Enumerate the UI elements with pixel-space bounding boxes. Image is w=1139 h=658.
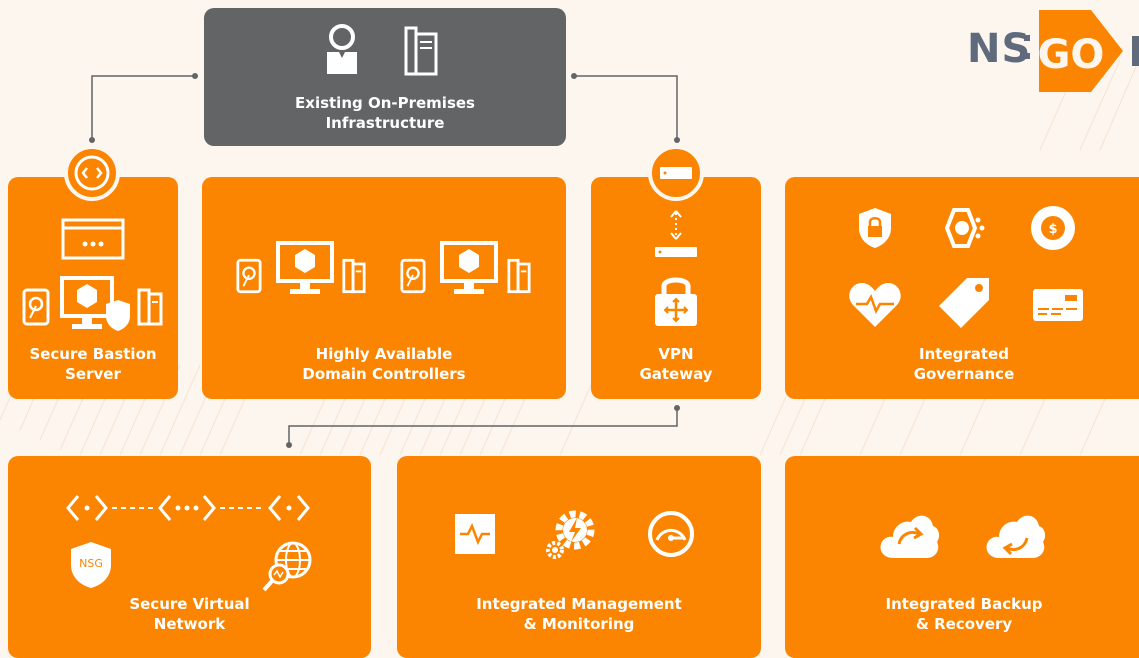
svg-text:$: $ <box>1048 222 1057 237</box>
tile-management-monitoring: Integrated Management & Monitoring <box>397 456 761 658</box>
hexagon-node-icon <box>944 208 985 248</box>
tile-backup-label: Integrated Backup & Recovery <box>783 594 1139 634</box>
gear-lightning-icon <box>546 510 595 559</box>
tile-vpn-line1: VPN <box>658 345 694 363</box>
monitor-cube-icon <box>440 241 498 294</box>
logo-bar <box>1132 36 1139 66</box>
credit-card-icon <box>1033 289 1083 321</box>
tile-governance-label: Integrated Governance <box>783 344 1139 384</box>
speedometer-icon <box>648 511 694 557</box>
dollar-coin-icon: $ <box>1031 206 1075 250</box>
monitor-cube-icon <box>276 241 334 294</box>
tile-network-line2: Network <box>153 615 226 633</box>
user-icon <box>327 24 357 74</box>
tile-bastion-label: Secure Bastion Server <box>8 344 178 384</box>
tile-bastion-server: Secure Bastion Server <box>8 145 178 399</box>
cloud-download-icon <box>986 515 1046 558</box>
infrastructure-box: Existing On-Premises Infrastructure <box>204 8 566 146</box>
tile-backup-line2: & Recovery <box>915 615 1013 633</box>
tile-domain-controllers: Highly Available Domain Controllers <box>202 177 566 399</box>
server-tower-icon <box>507 258 531 294</box>
hard-disk-icon <box>400 258 426 294</box>
tile-management-label: Integrated Management & Monitoring <box>397 594 761 634</box>
network-chain-icon <box>66 495 310 521</box>
tile-governance-line1: Integrated <box>919 345 1009 363</box>
infrastructure-label: Existing On-Premises Infrastructure <box>204 93 566 133</box>
logo-play-badge: GO <box>1038 10 1123 92</box>
tile-virtual-network: NSG Secure Virtual Network <box>8 456 371 658</box>
tile-vpn-line2: Gateway <box>639 365 713 383</box>
tile-management-line2: & Monitoring <box>523 615 635 633</box>
tile-governance-line2: Governance <box>913 365 1015 383</box>
infrastructure-line2: Infrastructure <box>325 114 445 132</box>
globe-search-icon <box>262 541 312 592</box>
gateway-device-small-icon <box>655 247 697 257</box>
logo-colon-dot <box>1024 35 1030 41</box>
remote-desktop-icon <box>64 145 120 201</box>
tile-management-line1: Integrated Management <box>476 595 682 613</box>
tile-backup-recovery: Integrated Backup & Recovery <box>785 456 1139 658</box>
infrastructure-line1: Existing On-Premises <box>295 94 475 112</box>
logo-brand: GO <box>1038 32 1105 78</box>
lock-arrows-icon <box>655 277 697 326</box>
monitor-cube-shield-icon <box>60 276 130 331</box>
nsg-shield-icon: NSG <box>69 540 113 590</box>
nsg-badge-text: NSG <box>79 557 103 570</box>
server-rack-icon <box>404 26 438 76</box>
hard-disk-icon <box>236 258 262 294</box>
server-tower-icon <box>342 258 366 294</box>
gateway-device-icon <box>648 145 704 201</box>
tile-domain-line1: Highly Available <box>315 345 453 363</box>
tag-icon <box>939 278 989 328</box>
logo-prefix: NS <box>967 26 1032 72</box>
server-tower-icon <box>137 288 163 326</box>
tile-network-label: Secure Virtual Network <box>8 594 371 634</box>
tile-domain-line2: Domain Controllers <box>302 365 466 383</box>
tile-vpn-label: VPN Gateway <box>591 344 761 384</box>
tile-domain-label: Highly Available Domain Controllers <box>202 344 566 384</box>
tile-governance: $ Integrated Governance <box>785 177 1139 399</box>
tile-bastion-line2: Server <box>65 365 121 383</box>
logo-colon-dot <box>1024 53 1030 59</box>
activity-icon <box>455 514 495 554</box>
shield-lock-icon <box>859 208 891 248</box>
heart-pulse-icon <box>849 283 901 327</box>
hard-disk-icon <box>22 288 50 326</box>
browser-window-icon <box>61 218 125 260</box>
tile-backup-line1: Integrated Backup <box>885 595 1043 613</box>
cloud-upload-icon <box>880 515 940 558</box>
arrows-icon <box>670 210 682 240</box>
tile-vpn-gateway: VPN Gateway <box>591 145 761 399</box>
tile-bastion-line1: Secure Bastion <box>29 345 157 363</box>
tile-network-line1: Secure Virtual <box>129 595 250 613</box>
